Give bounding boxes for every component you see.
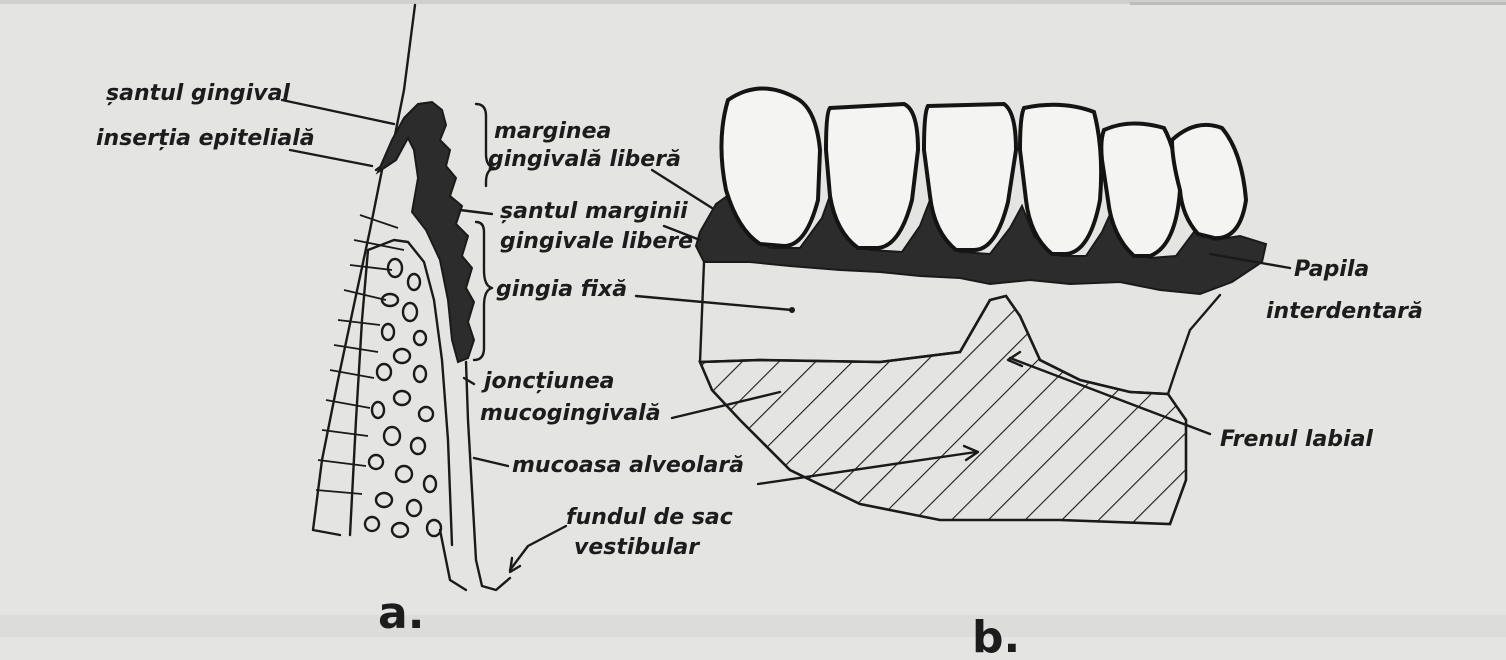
leader-fundul — [510, 526, 566, 570]
label-marginea-1: marginea — [494, 119, 611, 144]
teeth — [721, 88, 1246, 256]
label-papila-1: Papila — [1294, 257, 1369, 282]
label-papila-2: interdentară — [1266, 299, 1423, 324]
bracket-margin — [476, 104, 494, 186]
bracket-fixed-gingiva — [474, 222, 492, 360]
tooth-2 — [826, 104, 918, 248]
leader-santul-marginii — [460, 210, 492, 214]
label-jonctiunea-2: mucogingivală — [480, 401, 661, 426]
label-jonctiunea-1: joncțiunea — [481, 369, 615, 394]
figure-b: Papila interdentară Frenul labial b. — [636, 88, 1423, 660]
dot-gingia-fixa — [789, 307, 795, 313]
label-fundul-1: fundul de sac — [566, 505, 733, 530]
bone-trabeculae — [365, 259, 441, 537]
alveolar-mucosa-hatched — [700, 296, 1186, 524]
leader-santul-gingival — [282, 100, 394, 124]
leader-gingia-fixa — [636, 296, 792, 310]
label-fundul-2: vestibular — [574, 535, 700, 560]
label-marginea-2: gingivală liberă — [488, 147, 681, 172]
label-mucoasa-alveolara: mucoasa alveolară — [512, 453, 744, 478]
label-insertia-epiteliala: inserția epitelială — [96, 126, 315, 151]
bone-outer-line — [313, 170, 382, 535]
gingiva-dark — [378, 102, 474, 362]
alveolar-bone-outline — [368, 240, 452, 545]
vestibule-inner-line — [440, 530, 466, 590]
label-santul-marginii-2: gingivale libere — [500, 229, 693, 254]
panel-label-b: b. — [972, 612, 1020, 660]
figure-a: șantul gingival inserția epitelială marg… — [96, 5, 744, 639]
tooth-3 — [924, 104, 1016, 250]
panel-label-a: a. — [378, 588, 424, 639]
label-gingia-fixa: gingia fixă — [496, 277, 627, 302]
mucosa-line — [466, 362, 510, 590]
leader-mucoasa — [474, 458, 508, 466]
tooth-6 — [1172, 125, 1246, 238]
leader-insertia — [290, 150, 372, 166]
label-santul-gingival: șantul gingival — [106, 81, 290, 106]
label-frenul-labial: Frenul labial — [1220, 427, 1373, 452]
label-santul-marginii-1: șantul marginii — [500, 199, 688, 224]
